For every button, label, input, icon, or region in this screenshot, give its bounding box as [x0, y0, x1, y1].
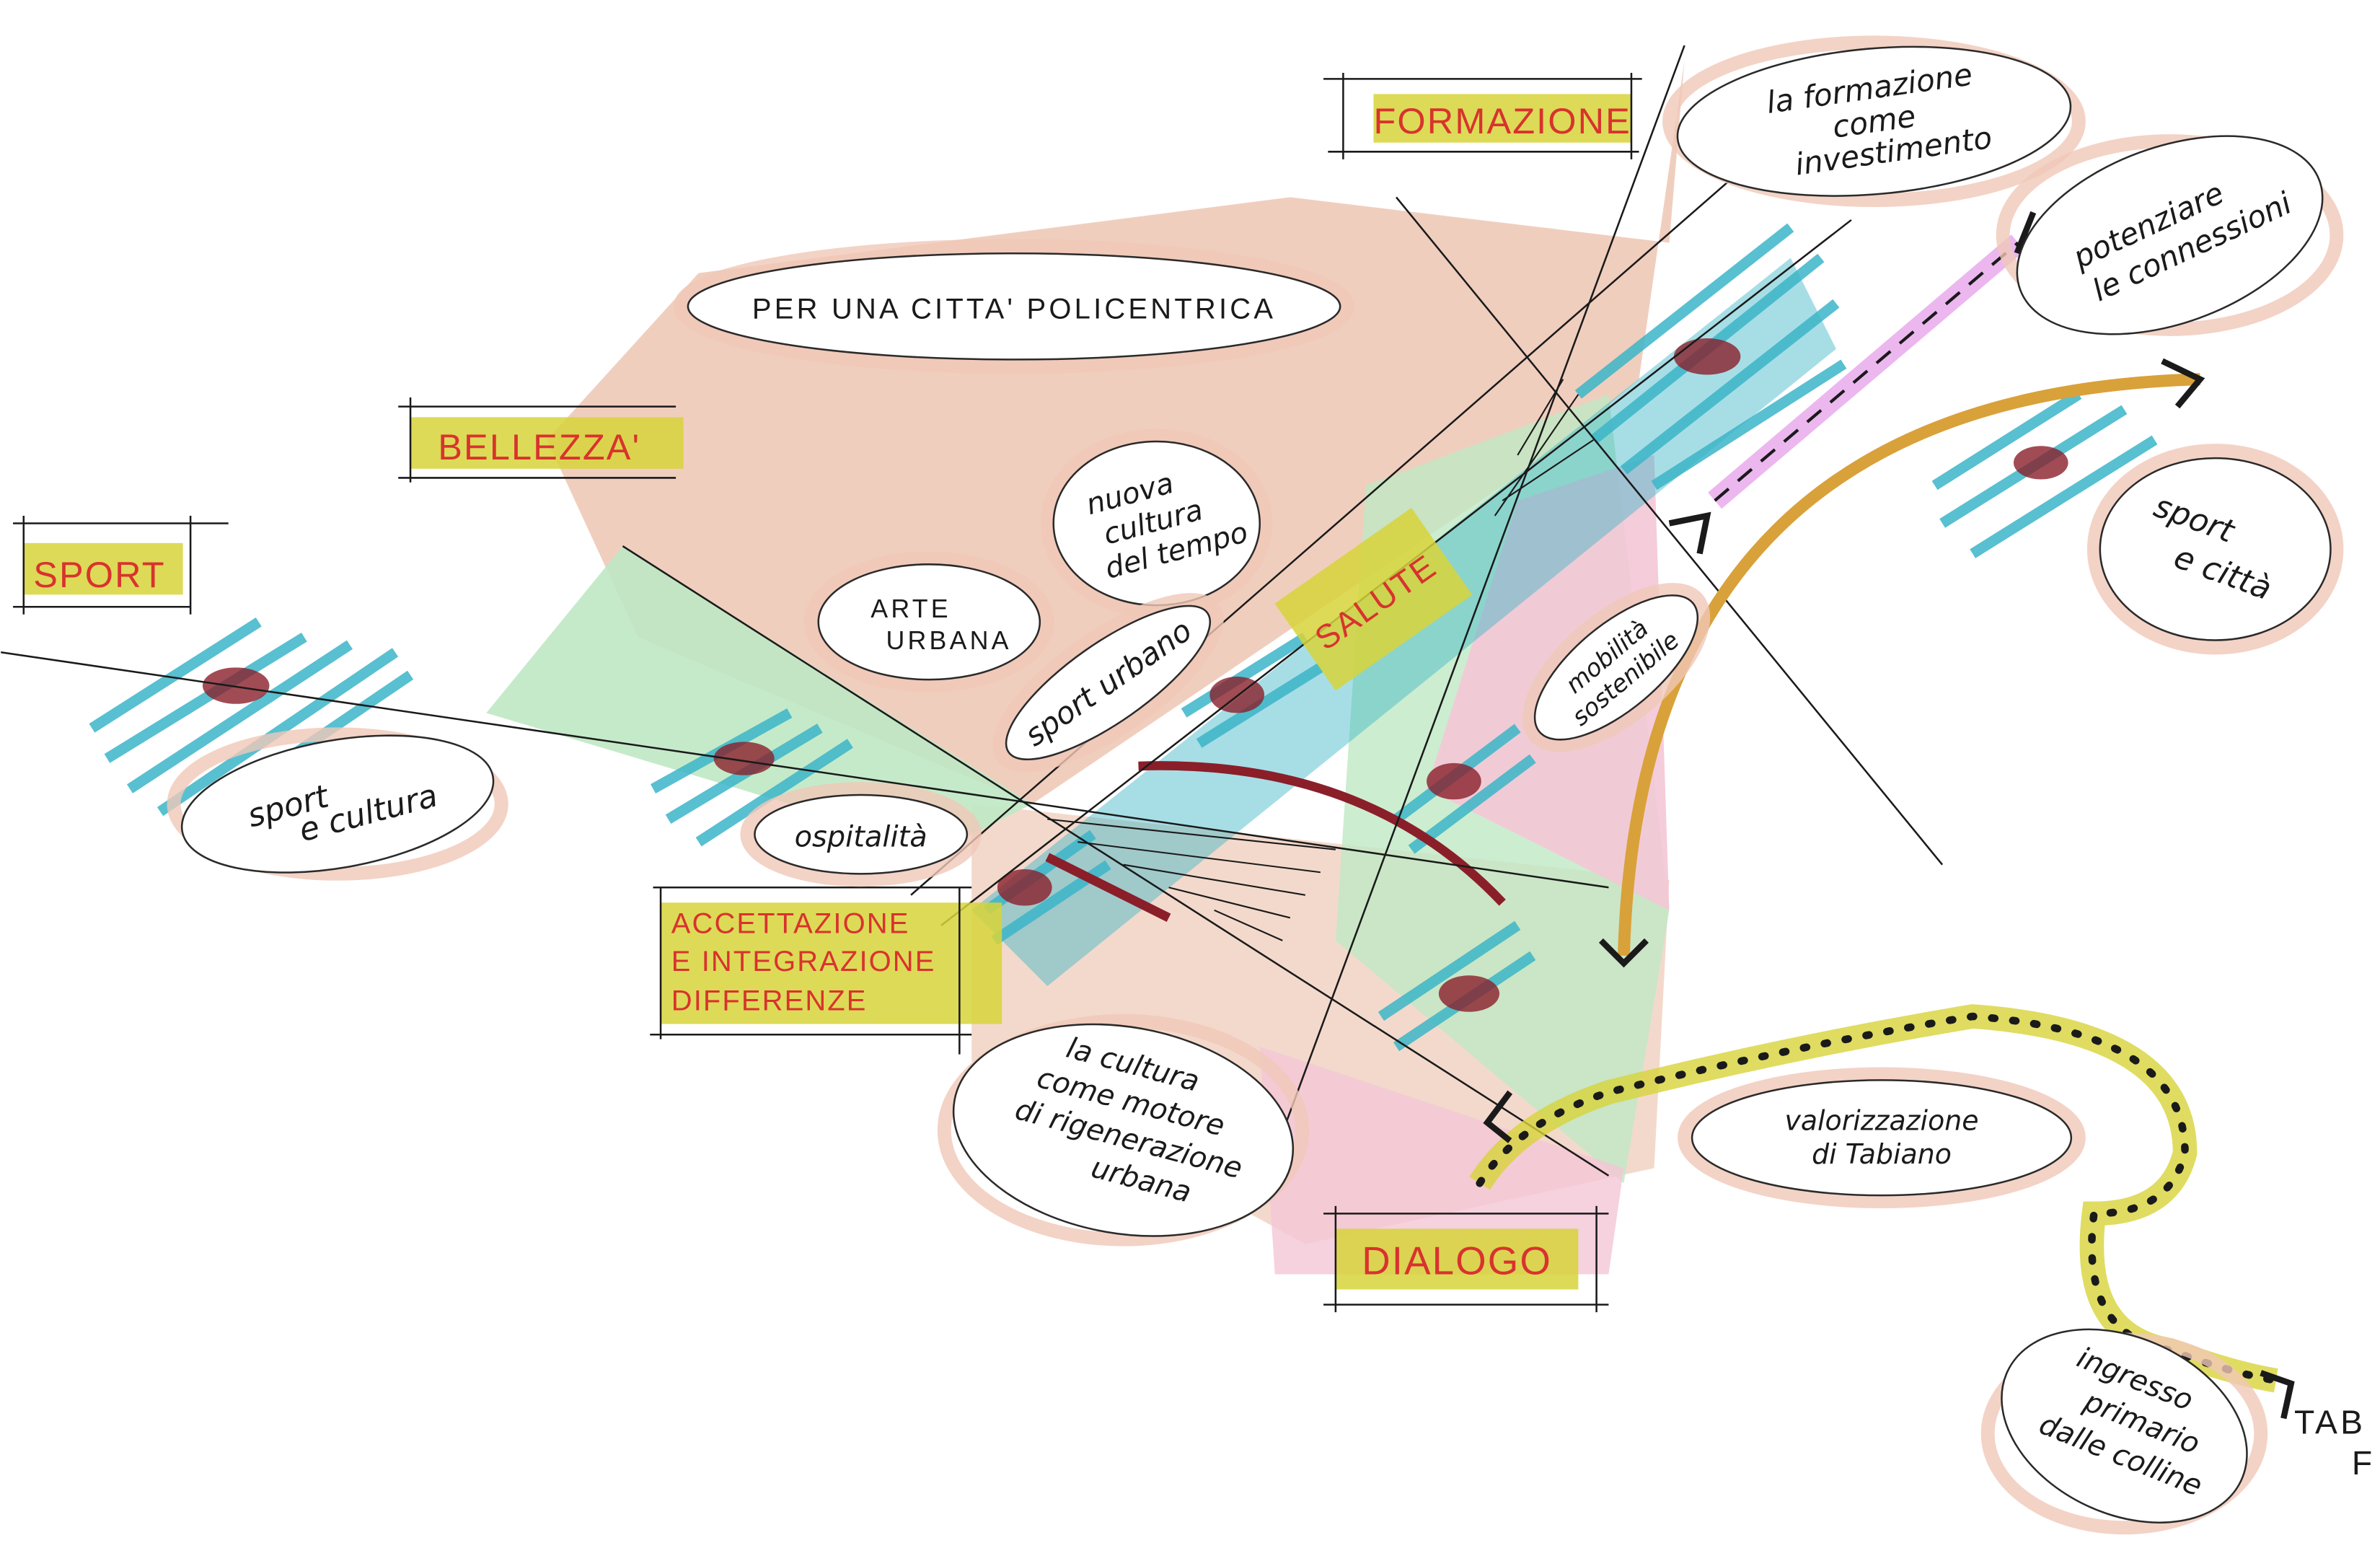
bubble-sport-citta: sporte città	[2086, 444, 2344, 655]
svg-text:ACCETTAZIONE E INTEGRAZI: ACCETTAZIONE E INTEGRAZIONE DIFFERENZE	[671, 907, 946, 1016]
bubble-connessioni: potenziarele connessioni	[1996, 134, 2344, 336]
maroon-bar	[1045, 853, 1171, 922]
theme-sport: SPORT	[13, 516, 229, 615]
arrow-head-icon	[1598, 358, 2205, 968]
pink-lower-area	[1259, 1047, 1624, 1275]
bubble-mobilita: mobilitàsostenibile	[1522, 583, 1711, 752]
theme-bellezza: BELLEZZA'	[398, 397, 684, 483]
bubble-ospitalita: ospitalità	[740, 782, 982, 887]
svg-text:ospitalità: ospitalità	[795, 820, 927, 853]
green-area	[486, 546, 1033, 850]
theme-accettazione: ACCETTAZIONE E INTEGRAZIONE DIFFERENZE	[650, 887, 1002, 1055]
svg-text:DIALOGO: DIALOGO	[1362, 1239, 1552, 1283]
bubble-sport-cultura: sporte cultura	[167, 727, 508, 881]
bubble-formazione: la formazionecomeinvestimento	[1662, 35, 2086, 208]
svg-text:BELLEZZA': BELLEZZA'	[438, 426, 640, 467]
svg-text:SPORT: SPORT	[33, 554, 165, 595]
arrow-head-icon	[1483, 1090, 2295, 1420]
svg-text:PER UNA CITTA' POLICENTRICA: PER UNA CITTA' POLICENTRICA	[752, 294, 1276, 325]
dotted-route[interactable]	[1476, 1012, 2280, 1384]
theme-formazione: FORMAZIONE	[1323, 72, 1642, 159]
bubble-ingresso: ingressoprimariodalle colline	[1980, 1328, 2268, 1535]
bubble-cultura-motore: la culturacome motoredi rigenerazioneurb…	[937, 1013, 1310, 1246]
svg-text:FORMAZIONE: FORMAZIONE	[1373, 100, 1631, 141]
bubble-policentrica: PER UNA CITTA' POLICENTRICA	[673, 239, 1355, 374]
theme-salute: SALUTE	[1274, 508, 1473, 691]
orange-curved-arrow	[1618, 373, 2200, 957]
dashed-connection[interactable]	[1714, 241, 2019, 502]
bubble-tempo: nuovaculturadel tempo	[1040, 428, 1273, 618]
theme-dialogo: DIALOGO	[1323, 1205, 1609, 1313]
black-hatch	[1047, 379, 1594, 941]
